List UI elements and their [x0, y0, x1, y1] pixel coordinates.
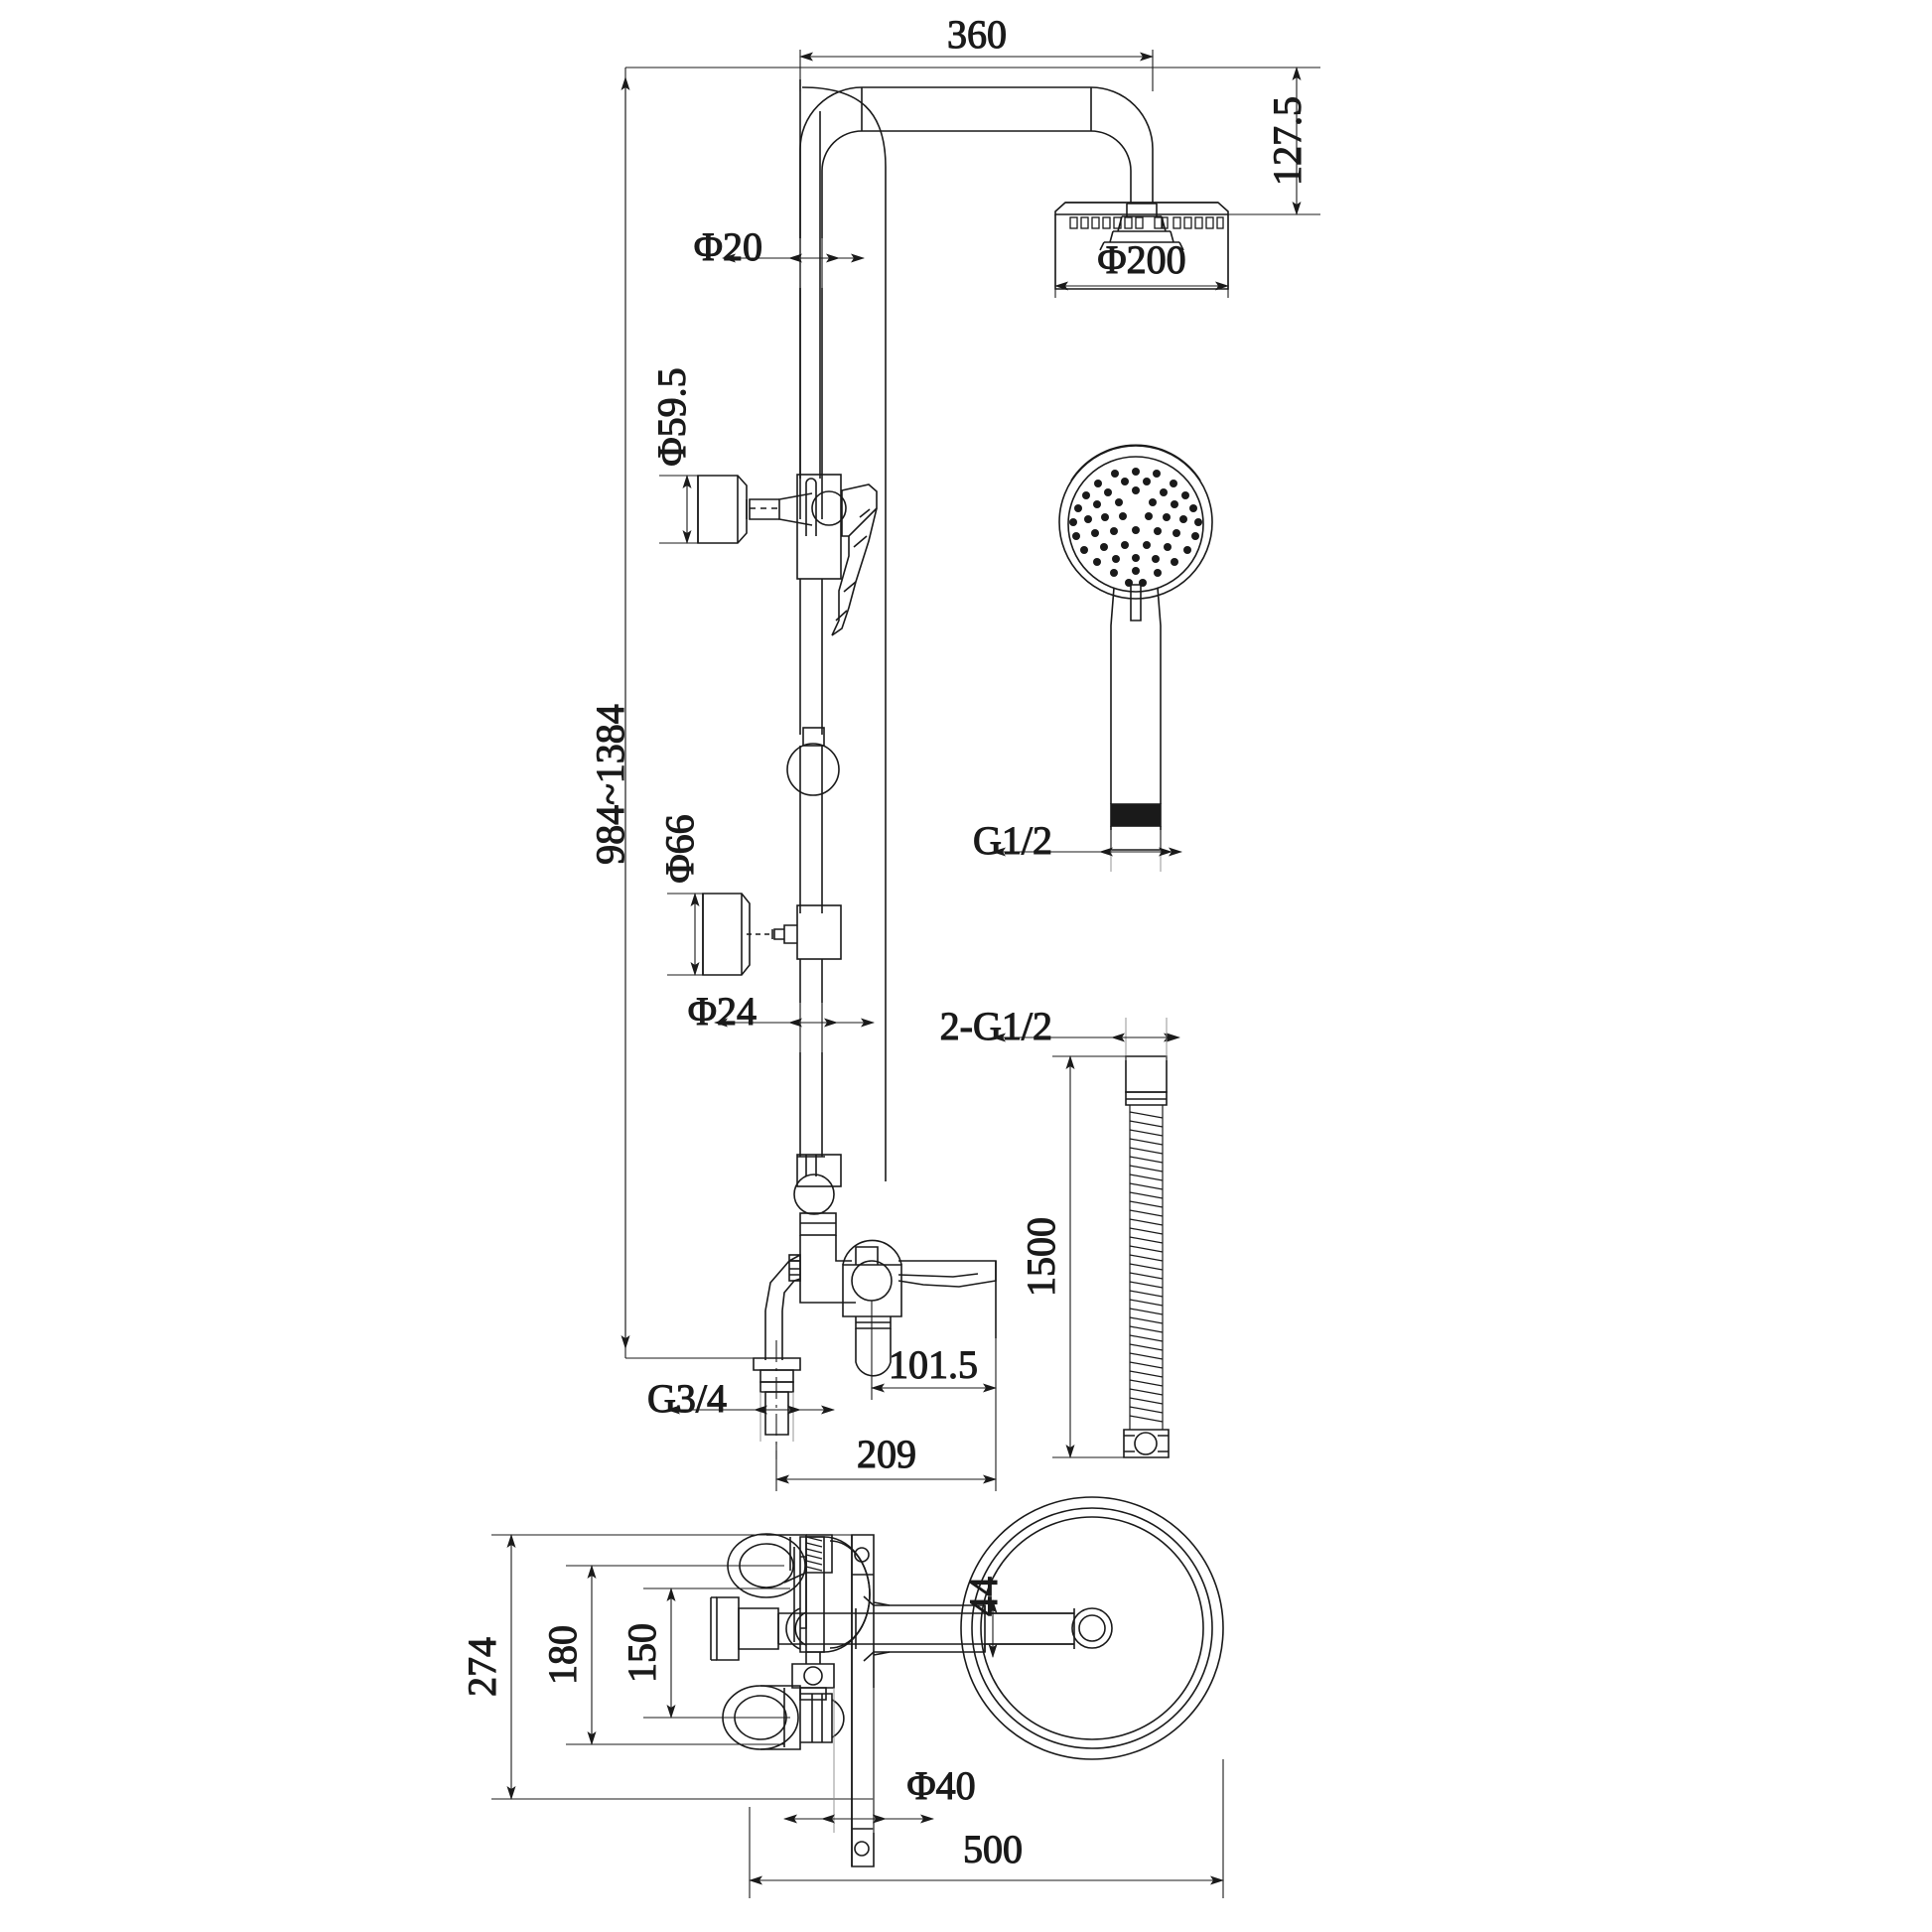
shower-head-neck [1099, 177, 1184, 251]
dim-head-drop: 127.5 [1265, 96, 1310, 186]
riser-pipe-middle [786, 579, 840, 913]
dim-riser-lower-dia: Φ24 [688, 989, 757, 1034]
plan-outlet-head [960, 1496, 1224, 1760]
dim-spout-offset: 44 [961, 1577, 1006, 1616]
dim-body-height: 274 [460, 1637, 504, 1697]
dim-hand-shower-thread: G1/2 [973, 818, 1052, 863]
hose-top-nut [1125, 1055, 1168, 1106]
dim-top-arm-reach: 360 [947, 12, 1007, 57]
dim-inlet-centers: 180 [540, 1625, 585, 1685]
wall-plate [851, 1534, 875, 1867]
hand-shower-detail: G1/2 [972, 444, 1213, 872]
dim-inlet-centers-inner: 150 [620, 1623, 664, 1683]
front-elevation-view: 360 127.5 Φ200 Φ20 Φ59.5 984~1384 Φ66 Φ2… [587, 11, 1320, 1491]
hose-bottom-nut [1123, 1429, 1170, 1458]
dimension-lines-plan: 274 180 150 44 Φ40 500 [459, 1534, 1224, 1898]
plan-lever-hub [793, 1536, 871, 1653]
lower-wall-bracket [702, 893, 842, 976]
plan-handle [710, 1596, 779, 1661]
dimension-lines-hose: 2-G1/2 1500 [939, 1003, 1180, 1458]
riser-pipe-lower [797, 959, 825, 1158]
hand-shower-cradle [831, 483, 878, 636]
dim-lower-bracket-dia: Φ66 [657, 814, 702, 883]
lever-hub [842, 1239, 902, 1377]
dim-head-dia: Φ200 [1097, 237, 1185, 282]
plan-section-view: 274 180 150 44 Φ40 500 [459, 1496, 1224, 1898]
dim-hose-length: 1500 [1019, 1217, 1063, 1297]
dim-plan-width: 500 [963, 1827, 1023, 1871]
dim-inlet-thread: G3/4 [647, 1376, 727, 1421]
dim-hose-thread: 2-G1/2 [940, 1004, 1052, 1048]
mixer-valve-body [753, 1154, 997, 1459]
shower-arm-profile [799, 86, 1154, 483]
dim-spout-dia: Φ40 [906, 1763, 975, 1808]
dimension-lines-hand-shower: G1/2 [972, 817, 1182, 872]
plan-center-block [791, 1652, 835, 1701]
dimension-lines-front: 360 127.5 Φ200 Φ20 Φ59.5 984~1384 Φ66 Φ2… [587, 11, 1320, 1491]
dim-upper-bracket-dia: Φ59.5 [649, 367, 694, 466]
dim-spout-projection: 101.5 [889, 1342, 978, 1387]
shower-hose-detail: 2-G1/2 1500 [939, 1003, 1180, 1458]
upper-slide-bracket [697, 474, 847, 580]
hose-coil [1129, 1105, 1164, 1430]
shower-arm [799, 79, 887, 1181]
dim-riser-tube-dia: Φ20 [694, 224, 762, 269]
dim-slide-range: 984~1384 [588, 704, 632, 865]
spout-lever [897, 1260, 997, 1338]
spray-nozzles [1069, 468, 1202, 587]
dim-overall-projection: 209 [857, 1432, 916, 1476]
